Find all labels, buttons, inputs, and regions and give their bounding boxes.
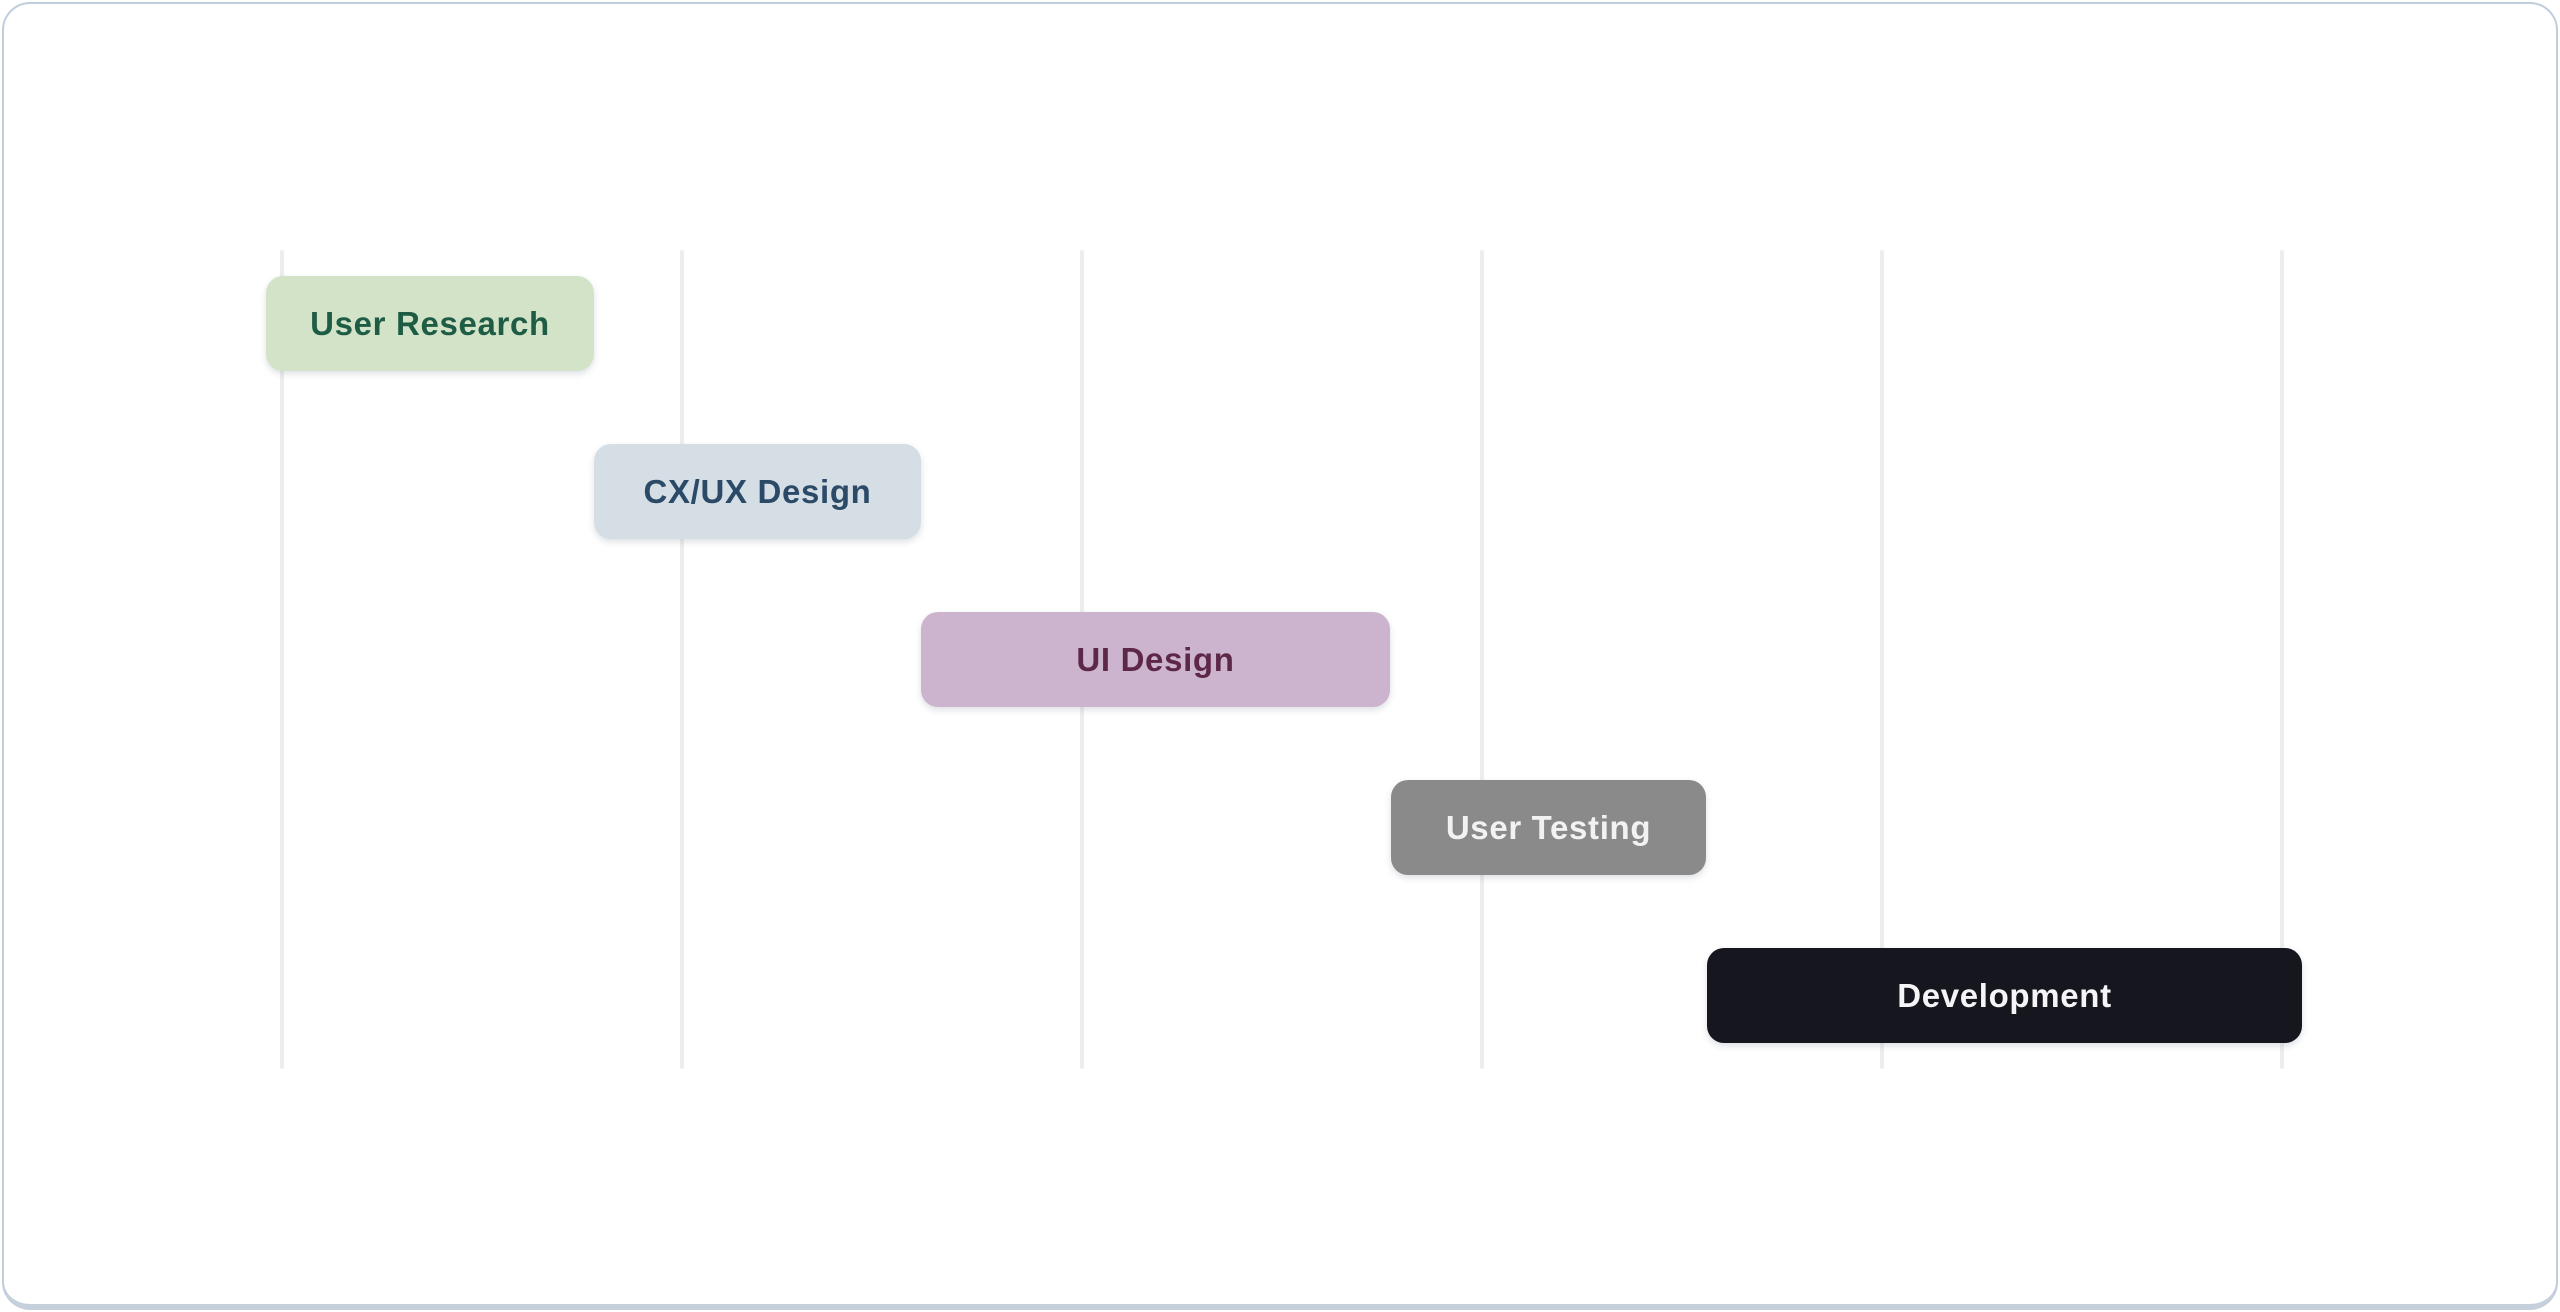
gantt-bar-user-research[interactable]: User Research xyxy=(266,276,594,371)
gridline xyxy=(1880,250,1884,1069)
gantt-bar-user-testing[interactable]: User Testing xyxy=(1391,780,1706,875)
gantt-bar-label: CX/UX Design xyxy=(643,472,872,510)
gantt-bar-label: Development xyxy=(1897,976,2112,1014)
gridline xyxy=(280,250,284,1069)
gridline xyxy=(2280,250,2284,1069)
gantt-bar-label: User Research xyxy=(310,304,550,342)
gridline xyxy=(1480,250,1484,1069)
gantt-bar-cx-ux-design[interactable]: CX/UX Design xyxy=(594,444,921,539)
gantt-bar-label: UI Design xyxy=(1076,640,1235,678)
gantt-bar-ui-design[interactable]: UI Design xyxy=(921,612,1390,707)
gantt-bar-label: User Testing xyxy=(1445,808,1652,846)
gridline xyxy=(680,250,684,1069)
gantt-bar-development[interactable]: Development xyxy=(1707,948,2302,1043)
